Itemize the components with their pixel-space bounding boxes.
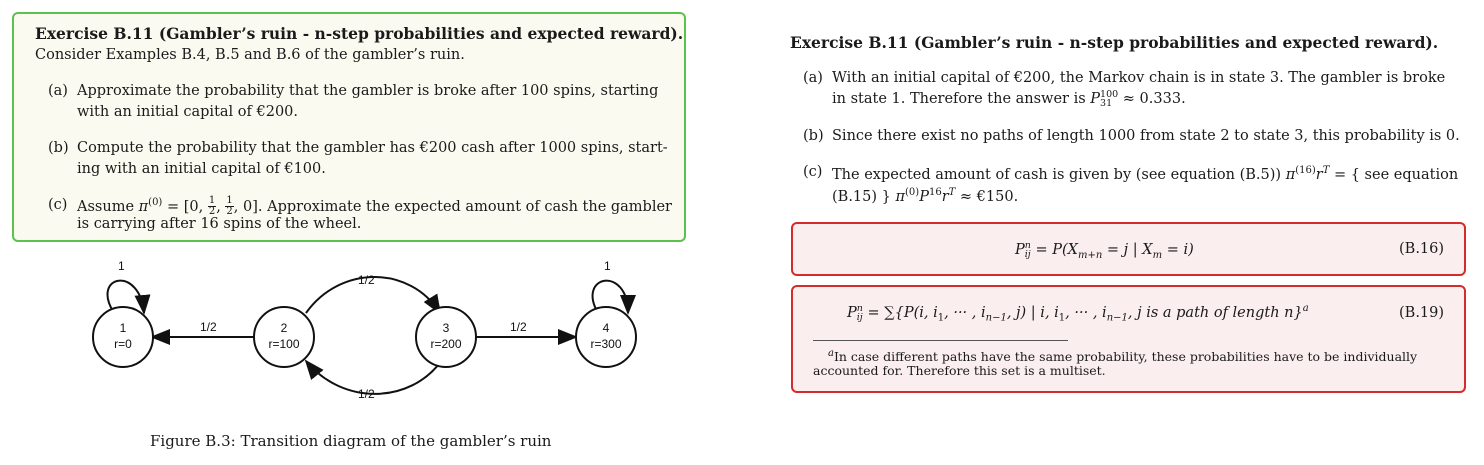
- footnote-line1: aIn case different paths have the same p…: [828, 348, 1418, 365]
- loop-label-1: 1: [118, 259, 125, 273]
- transition-diagram: 1 1 1/2 1/2 1/2 1/2 1 r=0 2 r=100 3 r=20…: [92, 259, 637, 401]
- loop-edge-4: [591, 279, 636, 315]
- exercise-intro: Consider Examples B.4, B.5 and B.6 of th…: [35, 47, 465, 63]
- svg-text:3: 3: [443, 321, 450, 335]
- node-2: 2 r=100: [253, 306, 315, 368]
- exercise-box: Exercise B.11 (Gambler’s ruin - n-step p…: [12, 12, 686, 242]
- equation-number-b16: (B.16): [1399, 241, 1445, 257]
- equation-number-b19: (B.19): [1399, 305, 1445, 321]
- item-b-label: (b): [48, 140, 69, 156]
- sol-c-line1: The expected amount of cash is given by …: [832, 165, 1459, 183]
- svg-text:r=300: r=300: [590, 337, 621, 351]
- item-b-line1: Compute the probability that the gambler…: [77, 140, 668, 156]
- edge-label-2-3: 1/2: [358, 273, 375, 287]
- node-3: 3 r=200: [415, 306, 477, 368]
- edge-label-3-2: 1/2: [358, 387, 375, 401]
- sol-c-line2: (B.15) } π(0)P16rT ≈ €150.: [832, 187, 1019, 205]
- solution-title: Exercise B.11 (Gambler’s ruin - n-step p…: [790, 33, 1439, 52]
- node-4: 4 r=300: [575, 306, 637, 368]
- footnote-rule: [813, 340, 1068, 341]
- item-c-label: (c): [48, 197, 68, 213]
- svg-text:4: 4: [603, 321, 610, 335]
- sol-b-label: (b): [803, 128, 824, 144]
- edge-label-3-4: 1/2: [510, 320, 527, 334]
- exercise-title: Exercise B.11 (Gambler’s ruin - n-step p…: [35, 24, 684, 43]
- edge-label-2-1: 1/2: [200, 320, 217, 334]
- sol-b-line: Since there exist no paths of length 100…: [832, 128, 1460, 144]
- sol-c-label: (c): [803, 164, 823, 180]
- figure-caption: Figure B.3: Transition diagram of the ga…: [150, 432, 552, 450]
- item-a-line1: Approximate the probability that the gam…: [77, 83, 659, 99]
- item-a-label: (a): [48, 83, 68, 99]
- svg-text:2: 2: [281, 321, 288, 335]
- item-a-line2: with an initial capital of €200.: [77, 104, 299, 120]
- loop-edge-1: [106, 279, 151, 315]
- svg-text:r=0: r=0: [114, 337, 132, 351]
- svg-text:1: 1: [120, 321, 127, 335]
- sol-a-line1: With an initial capital of €200, the Mar…: [832, 70, 1446, 86]
- svg-text:r=200: r=200: [430, 337, 461, 351]
- edge-2-3: [305, 276, 442, 315]
- sol-a-label: (a): [803, 70, 823, 86]
- edge-3-2: [304, 359, 443, 395]
- node-1: 1 r=0: [92, 306, 154, 368]
- item-b-line2: ing with an initial capital of €100.: [77, 161, 326, 177]
- footnote-line2: accounted for. Therefore this set is a m…: [813, 363, 1106, 378]
- loop-label-4: 1: [604, 259, 611, 273]
- svg-text:r=100: r=100: [268, 337, 299, 351]
- item-c-line2: is carrying after 16 spins of the wheel.: [77, 216, 362, 232]
